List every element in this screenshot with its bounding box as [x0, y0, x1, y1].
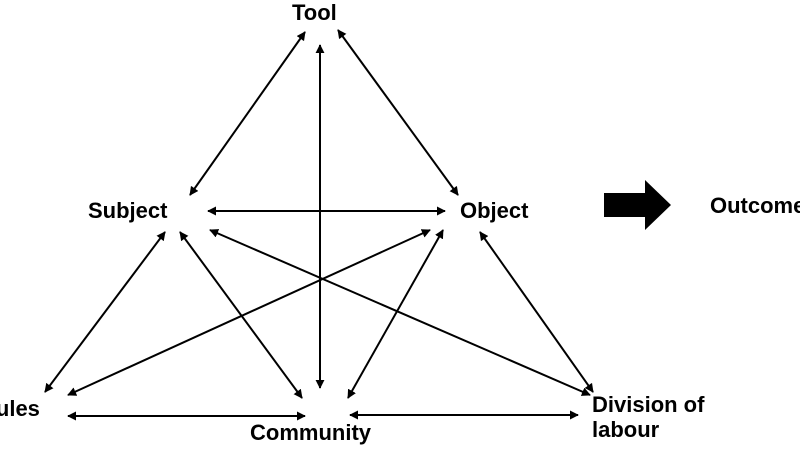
arrow-subject-community: [179, 231, 303, 399]
arrow-tool-subject: [189, 31, 306, 196]
block-arrow-right-icon: [604, 180, 671, 230]
arrow-subject-division-of-labour: [209, 229, 591, 396]
arrow-object-rules: [67, 229, 431, 396]
arrow-object-division-of-labour: [479, 231, 594, 393]
node-subject: Subject: [88, 198, 168, 223]
connector-arrows: [44, 29, 594, 421]
arrow-subject-rules: [44, 231, 166, 393]
node-object: Object: [460, 198, 529, 223]
node-division-of-labour: Division of labour: [592, 392, 705, 443]
node-tool: Tool: [292, 0, 337, 25]
node-outcome: Outcome: [710, 193, 800, 218]
node-community: Community: [250, 420, 371, 445]
arrow-object-community: [347, 229, 444, 399]
node-rules: Rules: [0, 396, 40, 421]
arrow-tool-object: [337, 29, 459, 196]
